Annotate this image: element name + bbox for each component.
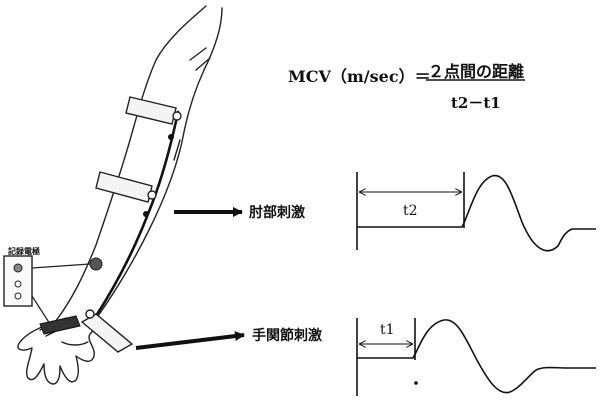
upper-stim-electrode [172, 111, 182, 121]
recording-lead-1 [31, 263, 91, 269]
arm-outline-right [97, 7, 223, 317]
elbow-stim-electrode [147, 190, 157, 200]
thumb-muscle-hatch [39, 315, 81, 335]
wrist-stim-band [80, 313, 134, 353]
nerve-line [94, 110, 180, 318]
elbow-stimulation-label: 肘部刺激 [249, 205, 305, 221]
recording-site [89, 257, 103, 271]
wrist-stimulation-label: 手関節刺激 [252, 328, 322, 344]
recording-box-dot-3 [14, 292, 22, 300]
t1-latency-label: t1 [380, 322, 395, 338]
recording-box-dot-1 [13, 263, 23, 273]
recording-lead-2 [31, 295, 51, 325]
upper-stim-band [125, 96, 177, 125]
formula-denominator: t2－t1 [451, 94, 501, 112]
elbow-crease [189, 47, 211, 71]
arm-outline-left [54, 5, 207, 323]
recording-box-dot-2 [14, 280, 22, 288]
elbow-stim-point [143, 211, 149, 217]
recording-electrode-label: 記録電極 [8, 247, 40, 256]
hand-outline [17, 315, 99, 385]
upper-stim-point [168, 134, 174, 140]
arm-illustration [17, 5, 223, 385]
formula-left-side: MCV（m/sec）＝ [288, 67, 431, 86]
forearm-crease [173, 139, 181, 161]
wrist-stim-electrode [85, 309, 95, 319]
wrist-arrow [135, 331, 245, 350]
elbow-waveform [356, 172, 596, 252]
t2-latency-label: t2 [403, 203, 418, 219]
elbow-stim-band [95, 171, 153, 203]
hand-palm-line [61, 341, 89, 346]
wrist-waveform [356, 318, 596, 396]
formula-numerator: ２点間の距離 [428, 62, 525, 81]
